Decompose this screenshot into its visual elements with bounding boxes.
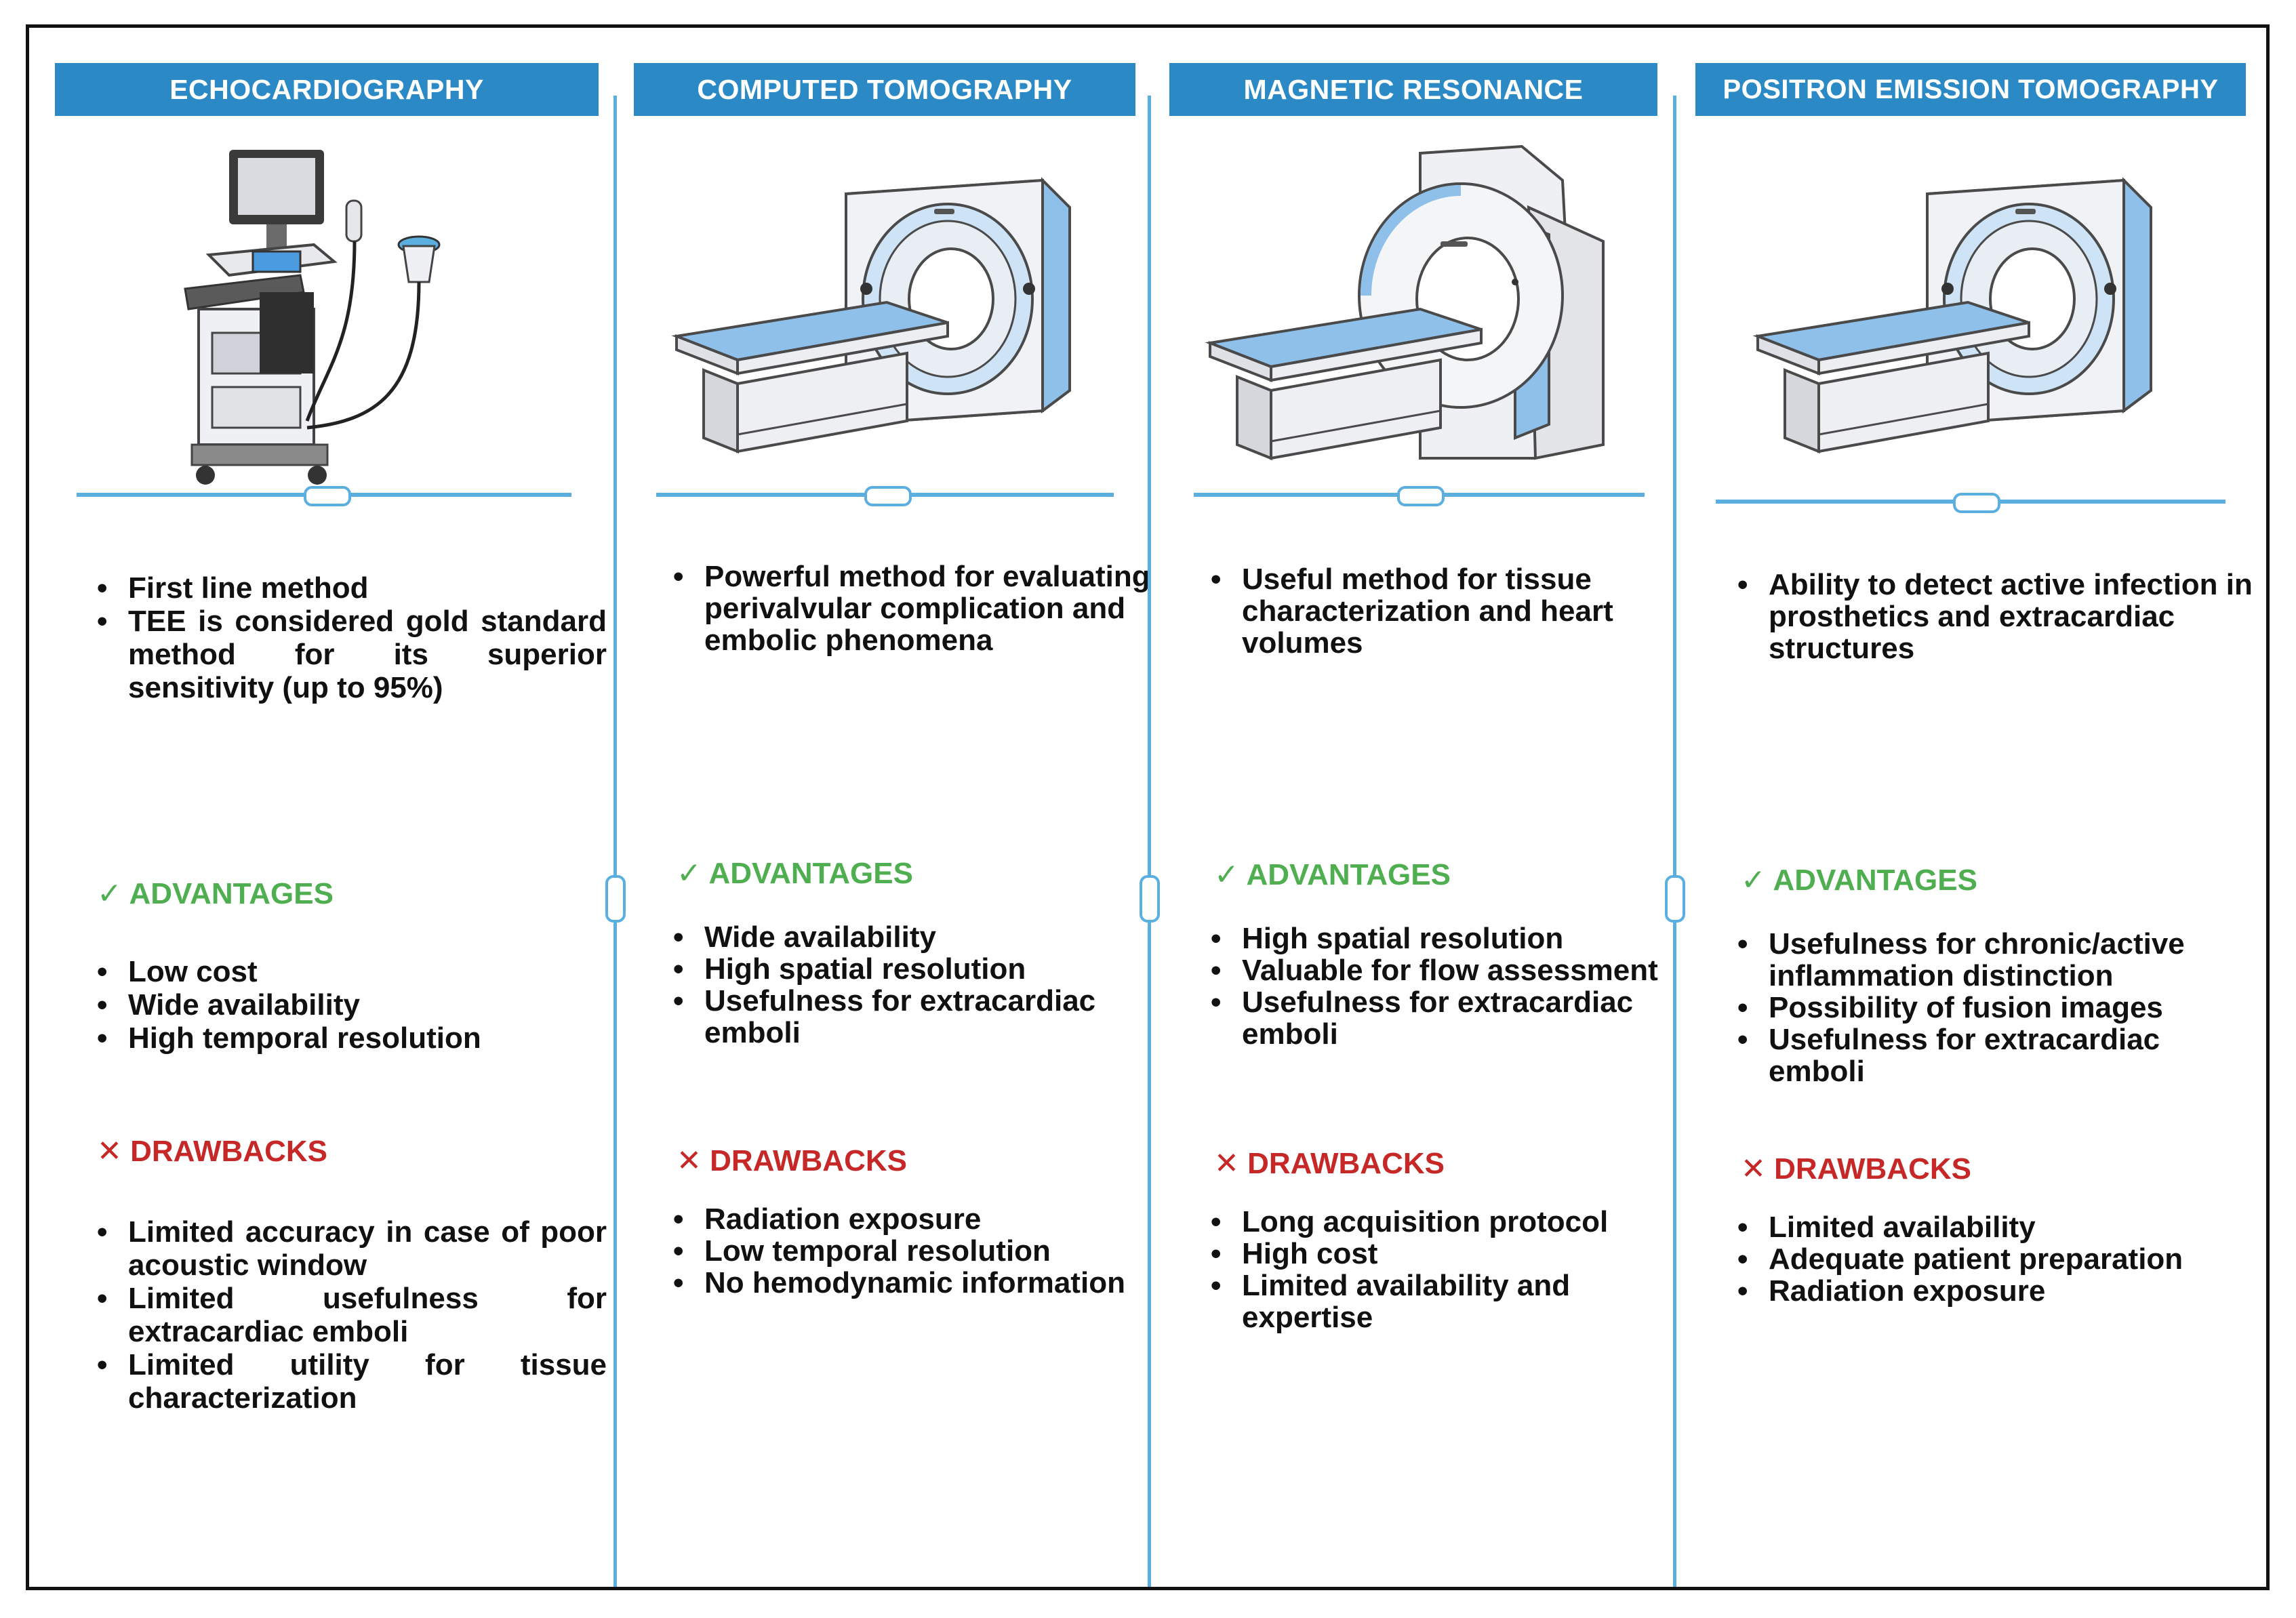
divider-knob-icon: [1140, 875, 1160, 923]
list-item: Adequate patient preparation: [1737, 1243, 2257, 1275]
ultrasound-machine-icon: [184, 150, 441, 485]
list-item: High spatial resolution: [1211, 923, 1662, 954]
list-item: Wide availability: [673, 921, 1138, 953]
list-item: Usefulness for extracardiac emboli: [673, 985, 1138, 1049]
header-positron-emission-tomography: POSITRON EMISSION TOMOGRAPHY: [1695, 63, 2246, 116]
list-item: Limited utility for tissue characterizat…: [97, 1348, 607, 1415]
drawbacks-heading: ✕ DRAWBACKS: [1741, 1152, 1971, 1186]
divider-knob-icon: [605, 875, 626, 923]
advantages-heading: ✓ ADVANTAGES: [1214, 858, 1451, 891]
summary-list: Powerful method for evaluating perivalvu…: [673, 561, 1165, 656]
drawbacks-heading: ✕ DRAWBACKS: [677, 1144, 907, 1177]
vertical-divider: [1673, 96, 1676, 1587]
summary-list: First line method TEE is considered gold…: [97, 571, 607, 704]
list-item: Long acquisition protocol: [1211, 1206, 1662, 1238]
drawbacks-heading: ✕ DRAWBACKS: [1214, 1147, 1445, 1180]
vertical-divider: [1148, 96, 1151, 1587]
header-echocardiography: ECHOCARDIOGRAPHY: [55, 63, 599, 116]
header-magnetic-resonance: MAGNETIC RESONANCE: [1169, 63, 1657, 116]
advantages-list: Usefulness for chronic/active inflammati…: [1737, 928, 2257, 1087]
list-item: Powerful method for evaluating perivalvu…: [673, 561, 1165, 656]
pet-scanner-icon: [1744, 167, 2178, 479]
advantages-heading: ✓ ADVANTAGES: [677, 857, 913, 890]
ct-scanner-icon: [663, 167, 1097, 479]
list-item: Limited usefulness for extracardiac embo…: [97, 1282, 607, 1348]
list-item: Low temporal resolution: [673, 1235, 1138, 1267]
list-item: Useful method for tissue characterizatio…: [1211, 563, 1662, 659]
divider-knob-icon: [1953, 493, 2000, 513]
divider-knob-icon: [1397, 486, 1445, 506]
drawbacks-heading: ✕ DRAWBACKS: [97, 1135, 327, 1168]
divider-knob-icon: [1665, 875, 1685, 923]
summary-list: Ability to detect active infection in pr…: [1737, 569, 2257, 664]
drawbacks-list: Radiation exposure Low temporal resoluti…: [673, 1203, 1138, 1299]
header-label: POSITRON EMISSION TOMOGRAPHY: [1723, 74, 2219, 104]
advantages-heading: ✓ ADVANTAGES: [1741, 864, 1977, 897]
header-computed-tomography: COMPUTED TOMOGRAPHY: [634, 63, 1135, 116]
list-item: Usefulness for chronic/active inflammati…: [1737, 928, 2257, 992]
header-label: COMPUTED TOMOGRAPHY: [697, 73, 1072, 105]
list-item: Limited accuracy in case of poor acousti…: [97, 1215, 607, 1282]
list-item: Limited availability: [1737, 1211, 2257, 1243]
imaging-comparison-diagram: ECHOCARDIOGRAPHY First line method: [26, 24, 2270, 1590]
list-item: First line method: [97, 571, 607, 605]
list-item: Usefulness for extracardiac emboli: [1211, 986, 1662, 1050]
list-item: Usefulness for extracardiac emboli: [1737, 1024, 2257, 1087]
divider-knob-icon: [304, 486, 351, 506]
drawbacks-list: Limited accuracy in case of poor acousti…: [97, 1215, 607, 1415]
list-item: High spatial resolution: [673, 953, 1138, 985]
list-item: Radiation exposure: [673, 1203, 1138, 1235]
list-item: Ability to detect active infection in pr…: [1737, 569, 2257, 664]
list-item: No hemodynamic information: [673, 1267, 1138, 1299]
advantages-list: Wide availability High spatial resolutio…: [673, 921, 1138, 1049]
list-item: TEE is considered gold standard method f…: [97, 605, 607, 704]
divider-knob-icon: [864, 486, 912, 506]
vertical-divider: [613, 96, 617, 1587]
advantages-list: High spatial resolution Valuable for flo…: [1211, 923, 1662, 1050]
mri-scanner-icon: [1205, 144, 1605, 460]
list-item: High temporal resolution: [97, 1022, 607, 1055]
list-item: Valuable for flow assessment: [1211, 954, 1662, 986]
list-item: Radiation exposure: [1737, 1275, 2257, 1307]
drawbacks-list: Long acquisition protocol High cost Limi…: [1211, 1206, 1662, 1333]
advantages-heading: ✓ ADVANTAGES: [97, 877, 334, 910]
list-item: High cost: [1211, 1238, 1662, 1270]
header-label: MAGNETIC RESONANCE: [1243, 73, 1584, 105]
summary-list: Useful method for tissue characterizatio…: [1211, 563, 1662, 659]
header-label: ECHOCARDIOGRAPHY: [169, 73, 484, 105]
list-item: Possibility of fusion images: [1737, 992, 2257, 1024]
advantages-list: Low cost Wide availability High temporal…: [97, 955, 607, 1055]
drawbacks-list: Limited availability Adequate patient pr…: [1737, 1211, 2257, 1307]
list-item: Wide availability: [97, 988, 607, 1022]
list-item: Low cost: [97, 955, 607, 988]
list-item: Limited availability and expertise: [1211, 1270, 1662, 1333]
